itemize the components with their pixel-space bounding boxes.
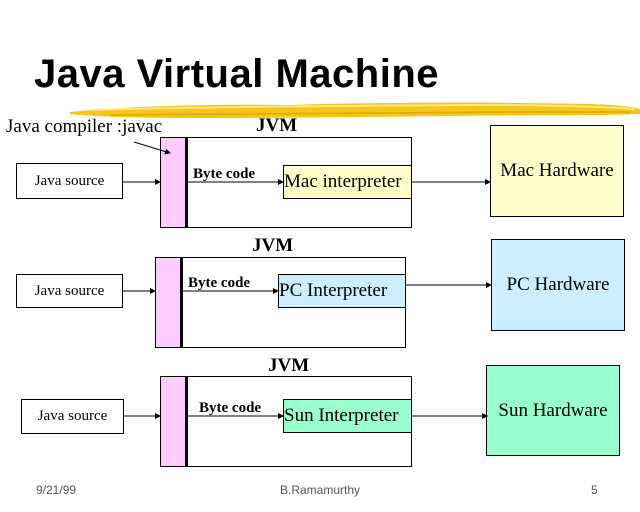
footer-date: 9/21/99 <box>36 483 77 497</box>
hardware-label: PC Hardware <box>506 274 610 295</box>
mac-interpreter-box: Mac interpreter <box>283 165 412 199</box>
footer-author: B.Ramamurthy <box>280 483 361 497</box>
jvm-label-sun: JVM <box>268 355 310 376</box>
sun-interpreter-box: Sun Interpreter <box>283 399 412 433</box>
bytecode-label-sun: Byte code <box>199 400 262 416</box>
hardware-label: Sun Hardware <box>498 400 608 421</box>
hardware-label: Mac Hardware <box>500 160 614 181</box>
java-source-label: Java source <box>34 282 105 299</box>
mac-hardware-box: Mac Hardware <box>490 125 624 217</box>
jvm-label-mac: JVM <box>256 115 298 136</box>
java-source-label: Java source <box>34 172 105 189</box>
java-source-box-mac: Java source <box>16 163 123 199</box>
compiler-pointer-arrow <box>133 141 171 155</box>
compiler-bar-sun <box>160 376 188 467</box>
java-source-box-sun: Java source <box>21 399 124 434</box>
interpreter-label: Sun Interpreter <box>284 405 399 426</box>
java-source-label: Java source <box>37 408 108 424</box>
footer-page-number: 5 <box>591 483 598 497</box>
sun-hardware-box: Sun Hardware <box>486 365 620 456</box>
bytecode-label-pc: Byte code <box>188 275 251 291</box>
compiler-label: Java compiler :javac <box>6 116 163 137</box>
pc-interpreter-box: PC Interpreter <box>278 274 406 308</box>
compiler-bar-pc <box>155 257 183 348</box>
slide-title: Java Virtual Machine <box>34 52 439 96</box>
interpreter-label: Mac interpreter <box>284 171 402 192</box>
interpreter-label: PC Interpreter <box>279 280 388 301</box>
brush-stroke-decoration <box>70 102 640 118</box>
pc-hardware-box: PC Hardware <box>491 239 625 331</box>
java-source-box-pc: Java source <box>16 274 123 308</box>
jvm-label-pc: JVM <box>252 235 294 256</box>
bytecode-label-mac: Byte code <box>193 166 256 182</box>
